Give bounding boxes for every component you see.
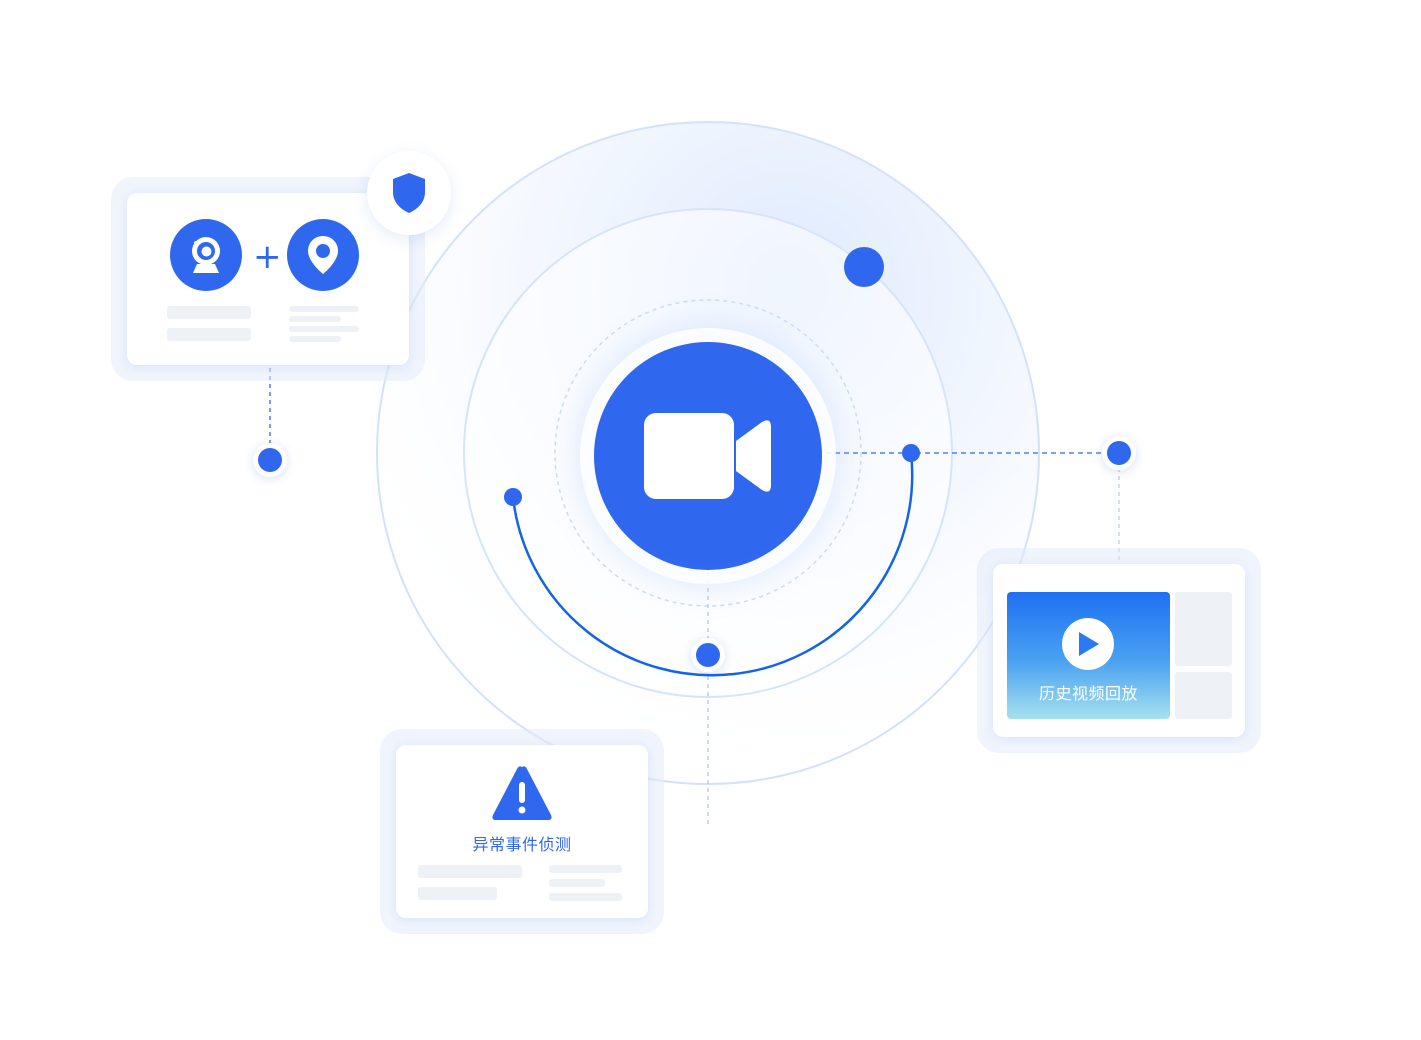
placeholder-line: [418, 887, 497, 900]
arc-end-dot-left: [504, 488, 522, 506]
placeholder-line: [289, 336, 341, 342]
thumbnail-placeholder: [1175, 592, 1232, 666]
alert-label: 异常事件侦测: [472, 835, 572, 854]
placeholder-line: [289, 316, 341, 322]
node-dot-left: [258, 448, 282, 472]
alert-card: 异常事件侦测: [396, 745, 648, 918]
center-video-button[interactable]: [594, 342, 822, 570]
location-pin-icon: [287, 219, 359, 291]
node-dot-right: [1107, 441, 1131, 465]
camera-location-card: +: [127, 193, 409, 365]
warning-triangle-icon: [492, 766, 552, 820]
play-button[interactable]: [1062, 618, 1114, 670]
playback-thumbnail[interactable]: 历史视频回放: [1007, 592, 1170, 719]
placeholder-line: [549, 879, 605, 887]
plus-sign: +: [253, 237, 282, 277]
placeholder-line: [167, 328, 251, 341]
play-icon: [1079, 632, 1099, 656]
placeholder-line: [549, 893, 622, 901]
shield-icon: [393, 173, 425, 213]
blue-arc: [511, 452, 914, 677]
placeholder-line: [289, 326, 359, 332]
arc-end-dot-right: [902, 444, 920, 462]
thumbnail-placeholder: [1175, 672, 1232, 719]
placeholder-line: [418, 865, 522, 878]
node-dot-bottom: [696, 643, 720, 667]
webcam-icon: [170, 219, 242, 291]
placeholder-line: [167, 306, 251, 319]
shield-badge: [367, 151, 451, 235]
playback-label: 历史视频回放: [1038, 684, 1138, 703]
video-camera-icon: [644, 413, 771, 499]
orbit-dot-large: [844, 247, 884, 287]
placeholder-line: [289, 306, 359, 312]
placeholder-line: [549, 865, 622, 873]
